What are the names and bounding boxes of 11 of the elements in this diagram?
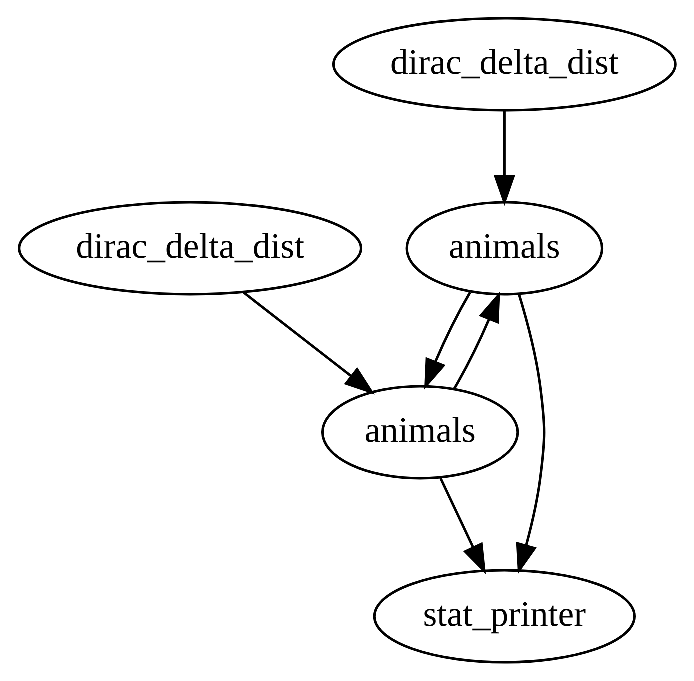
arrow	[453, 292, 500, 390]
node-ellipse: animals	[320, 385, 519, 480]
arrow	[424, 292, 471, 390]
arrow	[516, 294, 546, 574]
node-ellipse: dirac_delta_dist	[18, 201, 362, 296]
node-ellipse: animals	[405, 201, 604, 296]
arrow	[242, 292, 375, 395]
arrow	[439, 478, 486, 575]
node-ellipse: dirac_delta_dist	[332, 17, 676, 112]
node-ellipse: stat_printer	[372, 569, 636, 664]
arrow	[493, 111, 515, 206]
